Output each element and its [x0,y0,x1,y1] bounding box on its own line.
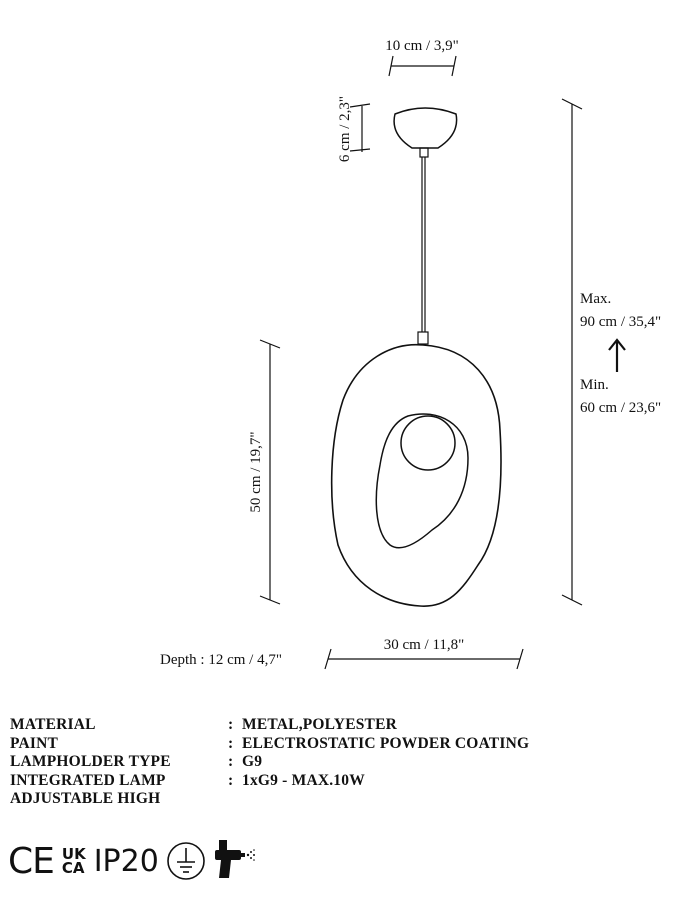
spec-value: 1xG9 - MAX.10W [242,771,365,789]
spec-label: MATERIAL [10,716,96,733]
canopy-height-label: 6 cm / 2,3" [337,96,353,162]
spec-label: ADJUSTABLE HIGH [10,790,161,807]
ce-mark: CE [8,840,55,882]
g9-bulb [400,415,456,471]
spec-row-adjustable-high: ADJUSTABLE HIGH [10,790,529,809]
spec-value: ELECTROSTATIC POWDER COATING [242,734,530,752]
spec-row-integrated-lamp: INTEGRATED LAMP : 1xG9 - MAX.10W [10,772,529,791]
lamp-technical-drawing: 10 cm / 3,9" 6 cm / 2,3" Max. 90 cm / 35… [160,38,661,670]
spec-label: INTEGRATED LAMP [10,771,166,789]
canopy-connector [419,147,429,158]
spec-row-paint: PAINT : ELECTROSTATIC POWDER COATING [10,735,529,754]
max-value: 90 cm / 35,4" [580,314,661,330]
spec-separator: : [228,716,234,733]
max-label: Max. [580,291,611,307]
spec-row-lampholder: LAMPHOLDER TYPE : G9 [10,753,529,772]
ukca-bottom: CA [61,859,85,877]
shade-width-label: 30 cm / 11,8" [384,637,465,653]
spec-row-material: MATERIAL : METAL,POLYESTER [10,716,529,735]
spec-label: LAMPHOLDER TYPE [10,753,171,770]
ceiling-canopy [393,107,458,149]
height-adjust-arrow-icon [608,338,626,372]
ukca-top: UK [61,845,86,863]
certification-marks: CE UK CA IP20 [8,836,257,886]
spec-value: G9 [242,753,263,770]
outer-shade-outline [330,343,502,607]
lampholder-connector [417,331,429,345]
spec-separator [228,790,242,809]
spec-value: METAL,POLYESTER [242,716,398,733]
spec-separator: : [228,734,234,752]
spec-table: MATERIAL : METAL,POLYESTER PAINT : ELECT… [10,716,529,809]
ground-symbol-icon [167,842,205,880]
spec-separator: : [228,753,234,770]
shade-height-label: 50 cm / 19,7" [248,431,264,512]
spec-label: PAINT [10,734,59,752]
canopy-width-label: 10 cm / 3,9" [385,38,459,54]
spec-separator: : [228,771,234,789]
min-value: 60 cm / 23,6" [580,400,661,416]
inner-shade-outline [375,413,469,549]
ip-rating: IP20 [93,843,159,879]
min-label: Min. [580,377,609,393]
ukca-mark: UK CA [61,845,86,877]
spray-paint-gun-icon [214,840,255,878]
depth-label: Depth : 12 cm / 4,7" [160,652,282,668]
